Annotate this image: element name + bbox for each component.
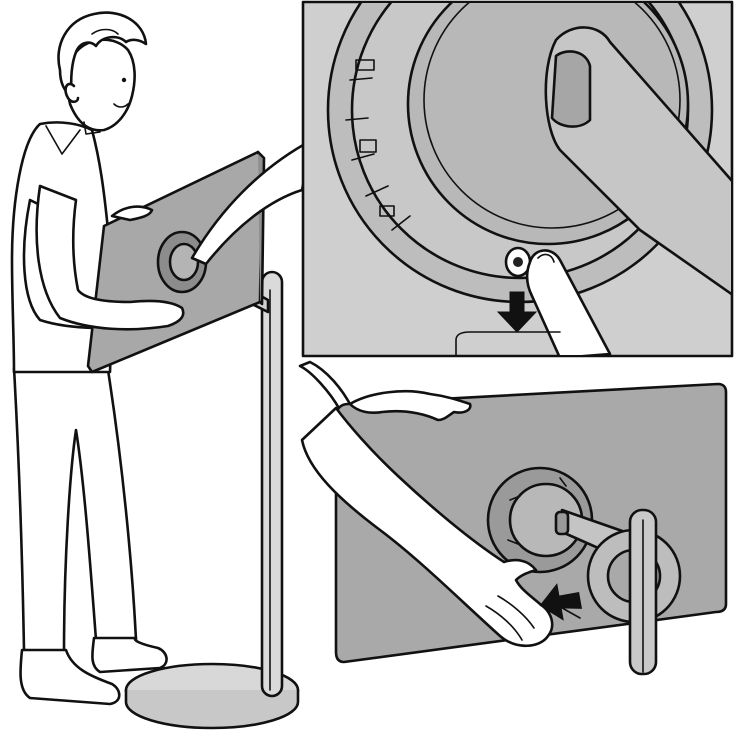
detail-lift-display: [300, 362, 726, 674]
person-head: [58, 13, 146, 134]
trousers: [14, 368, 136, 652]
stand-pole: [262, 272, 282, 696]
person-holding-display: [12, 13, 312, 728]
detail-release-button: [303, 0, 734, 358]
right-shoe: [92, 638, 166, 672]
